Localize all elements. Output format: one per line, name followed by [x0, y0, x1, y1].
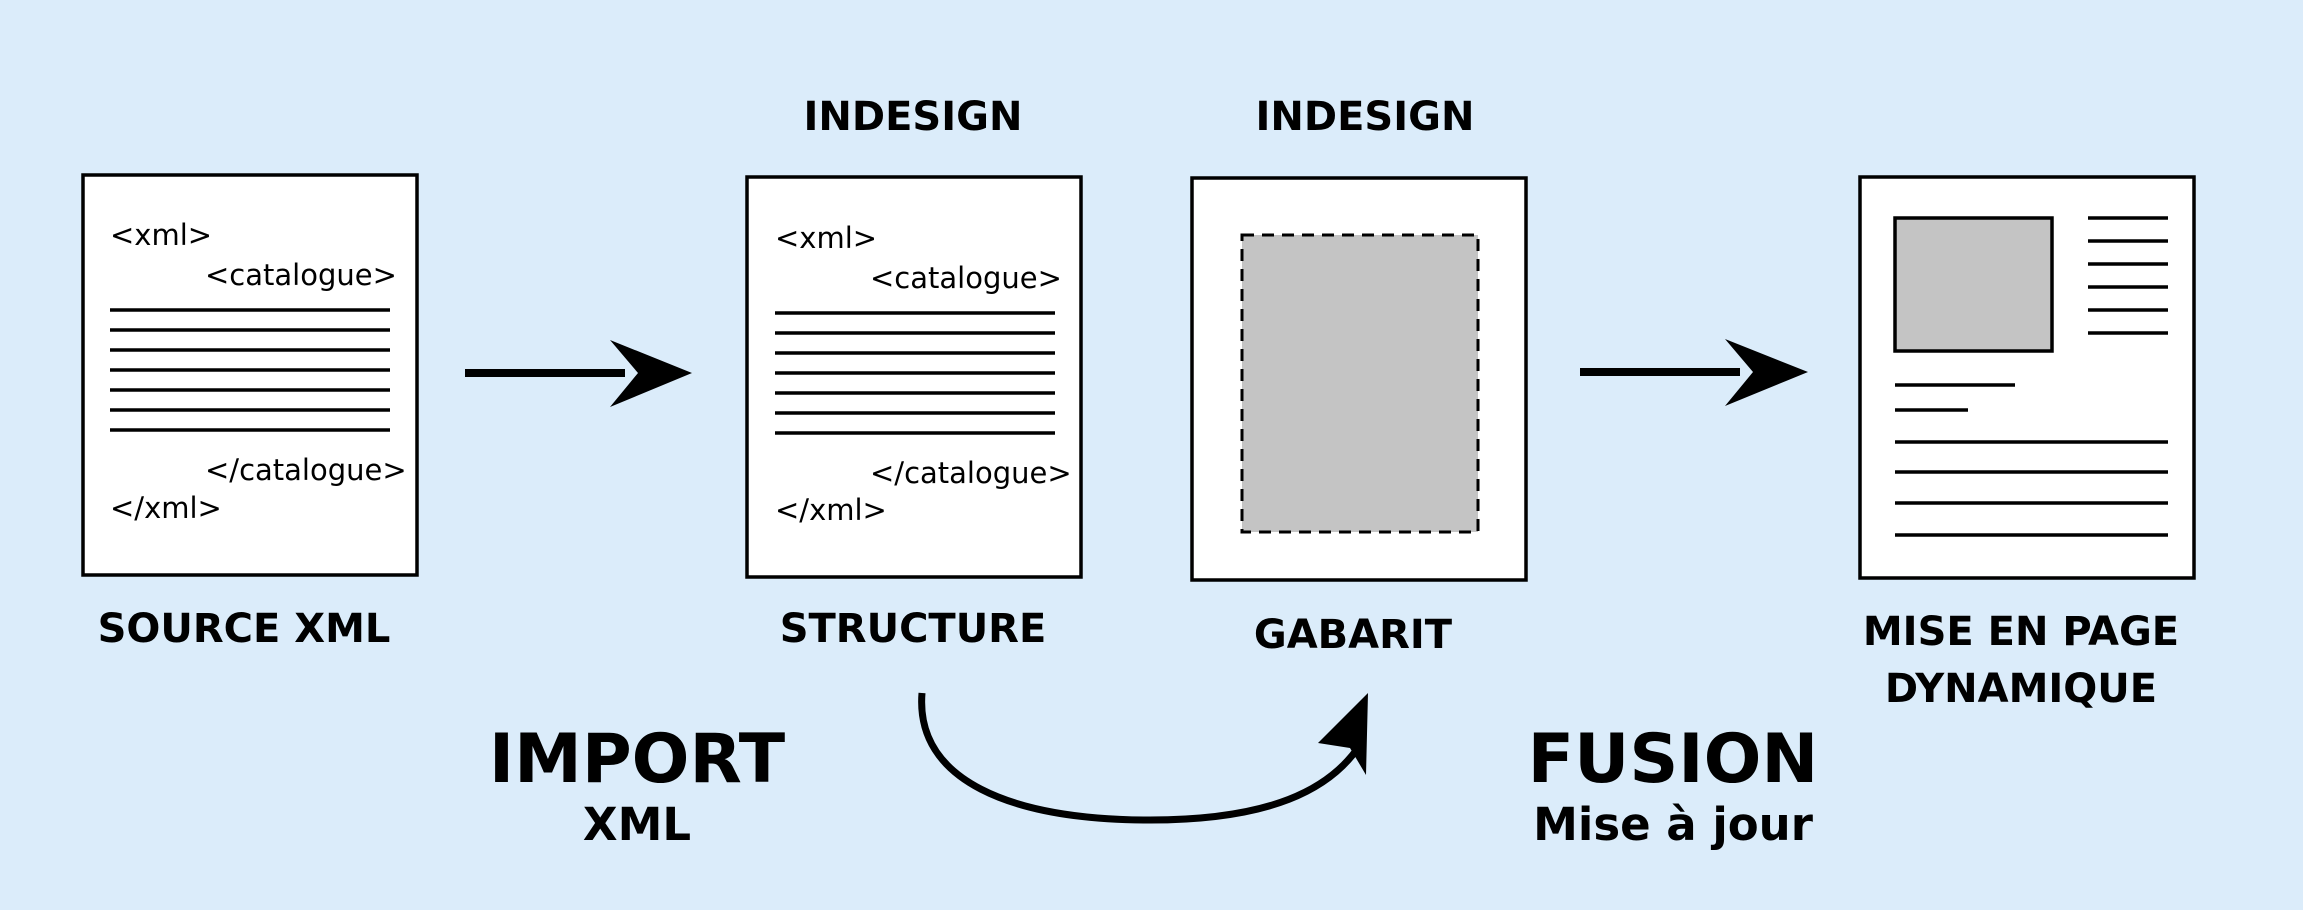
fusion-subtitle: Mise à jour [1533, 798, 1814, 851]
structure-tag-close-catalogue: </catalogue> [870, 456, 1072, 490]
import-subtitle: XML [583, 798, 691, 851]
gabarit-label: GABARIT [1254, 612, 1453, 658]
structure-tag-open-catalogue: <catalogue> [870, 261, 1062, 295]
source-tag-open-catalogue: <catalogue> [205, 258, 397, 292]
arrow-right-icon [1580, 339, 1808, 406]
structure-header: INDESIGN [804, 94, 1023, 140]
source-tag-close-catalogue: </catalogue> [205, 453, 407, 487]
import-title: IMPORT [489, 720, 786, 799]
structure-label: STRUCTURE [780, 606, 1047, 652]
gabarit-placeholder-frame [1240, 233, 1480, 534]
output-caption-lines [1895, 383, 2015, 412]
structure-document: <xml> <catalogue> </catalogue> </xml> [745, 175, 1083, 579]
structure-tag-open-xml: <xml> [775, 221, 877, 255]
structure-content-lines [775, 311, 1055, 435]
source-document-page [81, 173, 419, 577]
source-tag-open-xml: <xml> [110, 218, 212, 252]
gabarit-header: INDESIGN [1256, 94, 1475, 140]
source-xml-document: <xml> <catalogue> </catalogue> </xml> [81, 173, 419, 577]
arrow-right-icon [465, 340, 692, 407]
output-label-line2: DYNAMIQUE [1885, 666, 2157, 712]
source-content-lines [110, 308, 390, 432]
output-label-line1: MISE EN PAGE [1863, 609, 2179, 655]
fusion-title: FUSION [1528, 720, 1819, 799]
output-document [1858, 175, 2196, 580]
output-side-text-lines [2088, 216, 2168, 335]
structure-tag-close-xml: </xml> [775, 493, 887, 527]
source-xml-label: SOURCE XML [98, 606, 391, 652]
output-image-block [1893, 216, 2054, 353]
source-tag-close-xml: </xml> [110, 491, 222, 525]
structure-document-page [745, 175, 1083, 579]
output-body-text-lines [1895, 440, 2168, 537]
curved-arrow-icon [918, 692, 1368, 824]
gabarit-document [1190, 176, 1528, 582]
